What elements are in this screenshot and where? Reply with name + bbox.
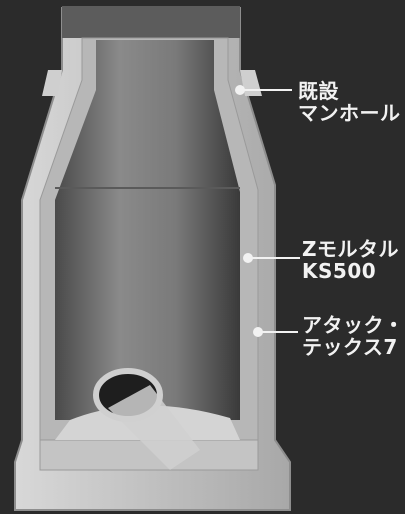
label-coating-line2: テックス7	[302, 335, 398, 359]
label-mortar: Zモルタル KS500	[302, 238, 399, 282]
label-existing-manhole-line2: マンホール	[298, 101, 401, 125]
label-mortar-line2: KS500	[302, 259, 377, 283]
leader-coating	[253, 327, 298, 337]
pipe-body	[108, 385, 200, 470]
label-existing-manhole: 既設 マンホール	[298, 80, 401, 124]
manhole-cover-ring	[62, 6, 240, 38]
label-coating-line1: アタック・	[302, 313, 405, 337]
label-coating: アタック・ テックス7	[302, 314, 404, 358]
manhole-interior	[55, 40, 240, 420]
leader-mortar	[243, 253, 300, 263]
label-existing-manhole-line1: 既設	[298, 79, 339, 103]
label-mortar-line1: Zモルタル	[302, 237, 400, 261]
outer-wall-ridge	[42, 70, 62, 96]
leader-existing-manhole	[235, 85, 292, 95]
